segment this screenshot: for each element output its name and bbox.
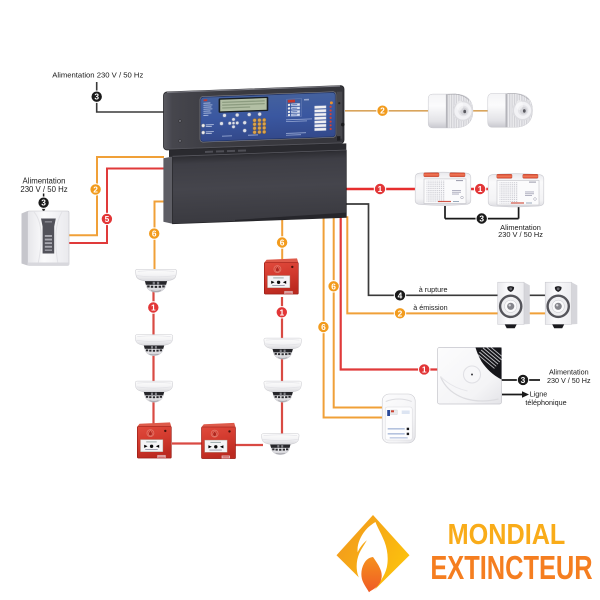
svg-text:EXTINCTEUR: EXTINCTEUR [430,550,592,587]
svg-text:Alimentation: Alimentation [500,223,541,232]
svg-text:3: 3 [521,375,526,385]
svg-text:téléphonique: téléphonique [525,398,566,407]
svg-text:230 V / 50 Hz: 230 V / 50 Hz [20,185,67,194]
svg-text:1: 1 [478,184,483,194]
svg-text:6: 6 [152,229,157,239]
svg-text:Alimentation: Alimentation [549,368,589,377]
svg-text:230 V / 50 Hz: 230 V / 50 Hz [547,376,591,385]
svg-text:3: 3 [479,214,484,224]
svg-text:Alimentation: Alimentation [23,177,66,186]
svg-text:230 V / 50 Hz: 230 V / 50 Hz [498,230,543,239]
svg-text:3: 3 [94,92,99,102]
svg-text:à rupture: à rupture [419,285,448,294]
svg-text:6: 6 [331,281,336,291]
svg-text:Ligne: Ligne [530,389,548,398]
svg-text:1: 1 [422,364,427,374]
svg-text:2: 2 [398,308,403,318]
svg-text:6: 6 [280,238,285,248]
svg-text:2: 2 [380,106,385,116]
svg-text:à émission: à émission [413,303,447,312]
svg-text:4: 4 [398,290,403,300]
svg-text:MONDIAL: MONDIAL [448,517,566,550]
svg-text:3: 3 [41,198,46,208]
svg-text:1: 1 [279,307,284,317]
svg-text:1: 1 [151,303,156,313]
svg-text:1: 1 [378,184,383,194]
svg-text:Alimentation 230 V / 50 Hz: Alimentation 230 V / 50 Hz [52,71,143,80]
svg-text:6: 6 [321,322,326,332]
svg-text:2: 2 [93,184,98,194]
svg-text:5: 5 [105,214,110,224]
